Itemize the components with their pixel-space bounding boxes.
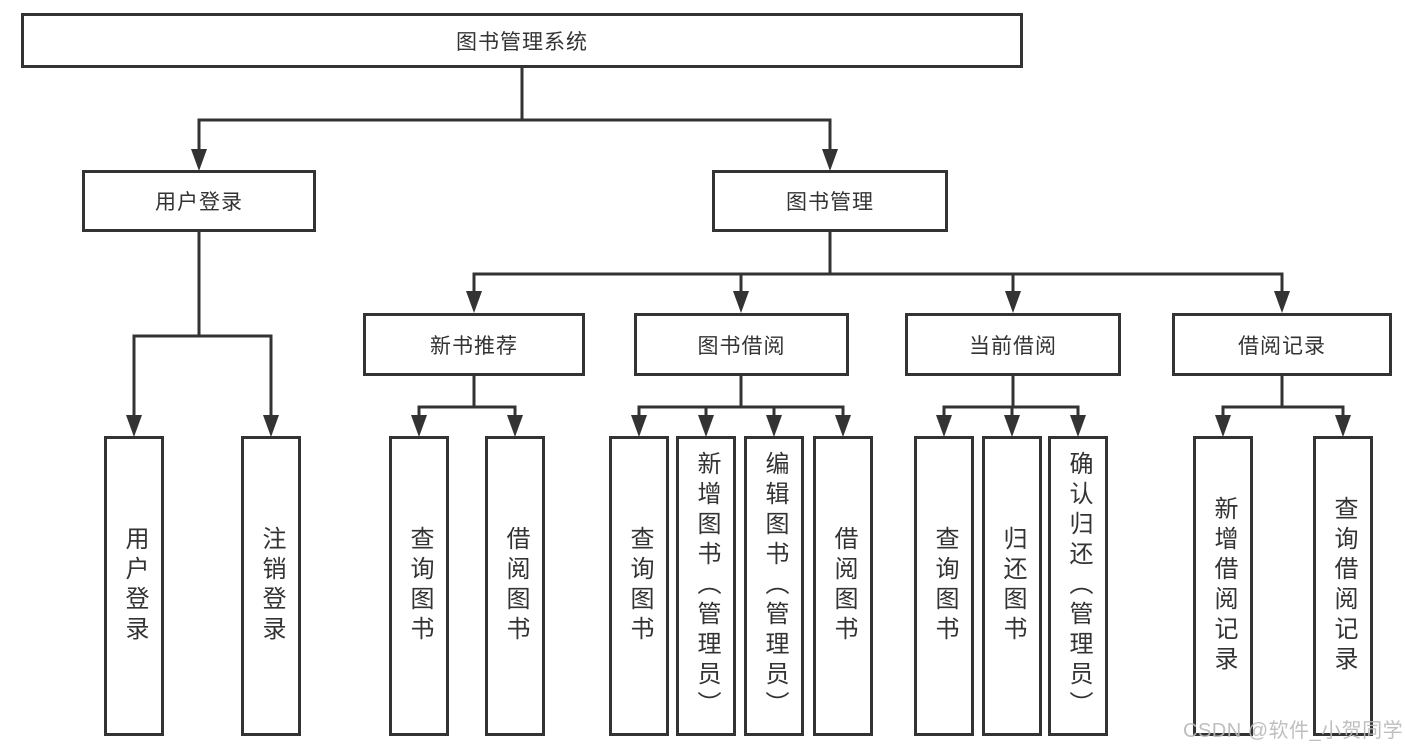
node-current-borrowing: 当前借阅 xyxy=(905,313,1121,376)
node-library-management-system: 图书管理系统 xyxy=(21,13,1023,68)
node-leaf-query-books: 查询图书 xyxy=(389,436,449,736)
node-leaf-logout: 注销登录 xyxy=(241,436,301,736)
csdn-watermark: CSDN @软件_小贺同学 xyxy=(1183,720,1404,742)
node-book-borrowing: 图书借阅 xyxy=(634,313,849,376)
node-leaf-borrow-books: 借阅图书 xyxy=(485,436,545,736)
node-leaf-user-login: 用户登录 xyxy=(104,436,164,736)
node-leaf-add-books-admin: 新增图书（管理员） xyxy=(676,436,736,736)
node-leaf-return-books: 归还图书 xyxy=(982,436,1042,736)
node-leaf-confirm-return-admin: 确认归还（管理员） xyxy=(1048,436,1108,736)
arrowheads xyxy=(126,149,1351,437)
node-new-book-recommend: 新书推荐 xyxy=(363,313,585,376)
node-leaf-borrow-books: 借阅图书 xyxy=(813,436,873,736)
node-leaf-query-borrow-record: 查询借阅记录 xyxy=(1313,436,1373,736)
node-leaf-edit-books-admin: 编辑图书（管理员） xyxy=(744,436,804,736)
node-user-login: 用户登录 xyxy=(82,170,316,232)
node-leaf-add-borrow-record: 新增借阅记录 xyxy=(1193,436,1253,736)
node-book-management: 图书管理 xyxy=(712,170,948,232)
node-borrowing-records: 借阅记录 xyxy=(1172,313,1392,376)
node-leaf-query-books: 查询图书 xyxy=(914,436,974,736)
node-leaf-query-books: 查询图书 xyxy=(609,436,669,736)
